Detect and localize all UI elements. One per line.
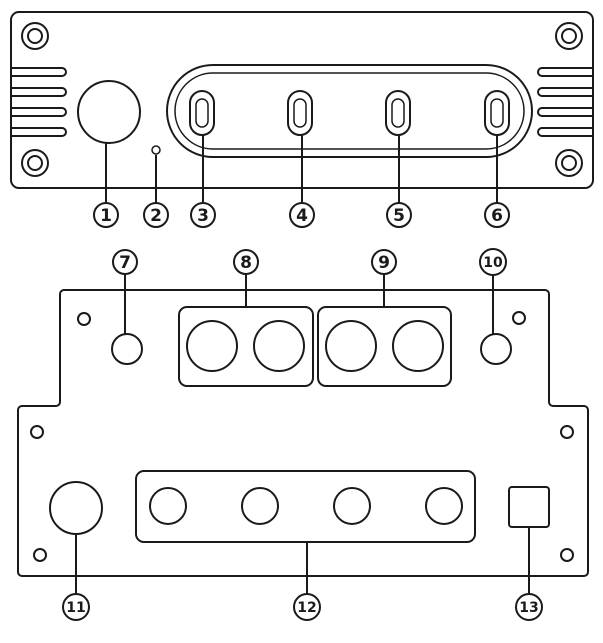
vent-slots-right [537, 67, 592, 137]
rear-panel-outline [17, 289, 589, 577]
port-group-9 [317, 306, 452, 387]
svg-text:8: 8 [240, 253, 252, 273]
switch-5 [385, 90, 411, 136]
switch-plate [166, 64, 533, 158]
rear-hole-6 [560, 548, 574, 562]
svg-text:2: 2 [150, 206, 162, 226]
callout-13: 13 [515, 593, 543, 621]
rear-hole-2 [512, 311, 526, 325]
port-group-12 [135, 470, 476, 543]
indicator-led [151, 145, 161, 155]
callout-2: 2 [143, 202, 169, 228]
svg-text:12: 12 [297, 600, 316, 616]
rear-panel [17, 289, 589, 577]
rear-hole-3 [30, 425, 44, 439]
front-screw-bottom-right [555, 149, 583, 177]
power-knob [77, 80, 141, 144]
rear-hole-4 [560, 425, 574, 439]
front-screw-top-right [555, 22, 583, 50]
callout-1: 1 [93, 202, 119, 228]
port-group-8 [178, 306, 314, 387]
svg-text:5: 5 [393, 206, 405, 226]
callout-9: 9 [371, 249, 397, 275]
callout-6: 6 [484, 202, 510, 228]
callout-4: 4 [289, 202, 315, 228]
switch-3 [189, 90, 215, 136]
callout-11: 11 [62, 593, 90, 621]
rear-hole-5 [33, 548, 47, 562]
callout-10: 10 [479, 248, 507, 276]
port-10 [480, 333, 512, 365]
svg-text:7: 7 [119, 253, 131, 273]
rear-hole-1 [77, 312, 91, 326]
optical-port-13 [508, 486, 550, 528]
switch-4 [287, 90, 313, 136]
callout-7: 7 [112, 249, 138, 275]
svg-text:1: 1 [100, 206, 112, 226]
leader-lines [75, 135, 530, 594]
svg-text:4: 4 [296, 206, 308, 226]
switch-6 [484, 90, 510, 136]
switch-plate-inner [174, 72, 525, 150]
svg-text:13: 13 [519, 600, 538, 616]
svg-text:11: 11 [66, 600, 85, 616]
front-screw-bottom-left [21, 149, 49, 177]
callout-12: 12 [293, 593, 321, 621]
port-7 [111, 333, 143, 365]
svg-text:10: 10 [483, 255, 503, 271]
vent-slots-left [12, 67, 67, 137]
callout-8: 8 [233, 249, 259, 275]
port-11 [49, 481, 103, 535]
callout-5: 5 [386, 202, 412, 228]
front-screw-top-left [21, 22, 49, 50]
svg-text:9: 9 [378, 253, 390, 273]
svg-text:3: 3 [197, 206, 209, 226]
callout-3: 3 [190, 202, 216, 228]
svg-text:6: 6 [491, 206, 503, 226]
